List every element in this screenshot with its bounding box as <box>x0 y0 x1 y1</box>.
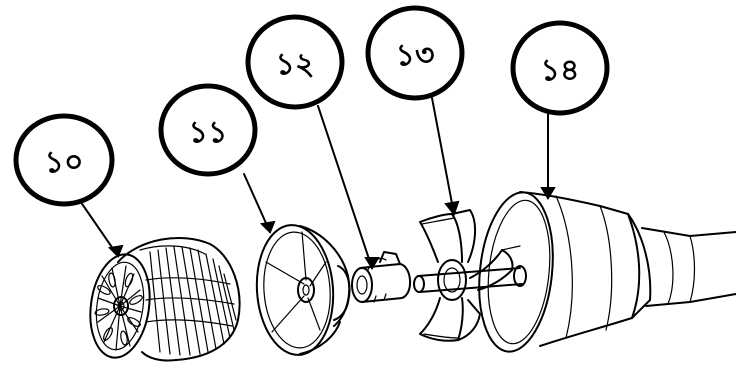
callout-12-label: ১২ <box>276 47 315 82</box>
callout-10-label: ১০ <box>45 145 84 180</box>
leader-10 <box>77 197 124 258</box>
leader-12 <box>317 105 380 270</box>
part-14-motor-housing <box>478 191 736 353</box>
callout-14: ১৪ <box>510 20 610 116</box>
leader-13 <box>431 97 460 217</box>
callout-13-label: ১৩ <box>396 38 435 73</box>
part-12-coupling-sleeve <box>351 251 411 303</box>
callout-10: ১০ <box>13 113 115 207</box>
leader-14 <box>540 109 556 200</box>
callout-14-label: ১৪ <box>541 53 580 88</box>
callout-leaders <box>77 97 556 270</box>
callout-12: ১২ <box>245 14 345 110</box>
callout-13: ১৩ <box>365 5 465 101</box>
part-10-chopper-head <box>89 237 241 362</box>
part-11-bell-guard <box>255 224 351 356</box>
callout-11: ১১ <box>158 83 258 177</box>
leader-11 <box>243 173 276 234</box>
callout-11-label: ১১ <box>189 115 228 150</box>
part-13-blade-assembly <box>413 209 527 342</box>
